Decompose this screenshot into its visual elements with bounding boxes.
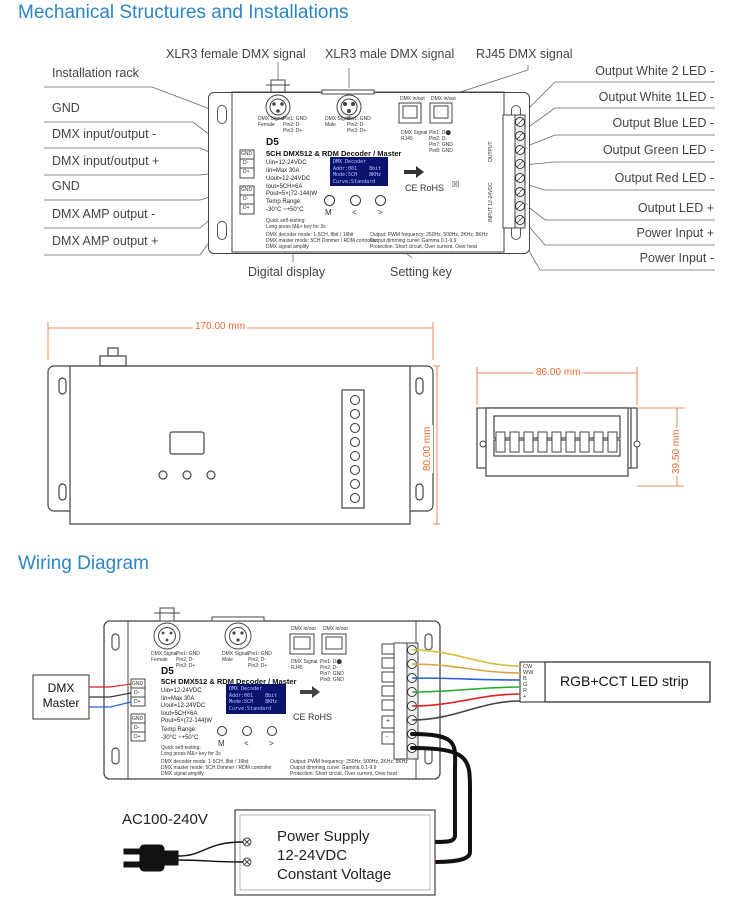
callout-gnd-2: GND [52,179,80,193]
device-model: D5 [266,137,279,148]
key-right[interactable] [375,195,386,206]
wiring-title: Wiring Diagram [18,553,149,574]
device-modes-right: Output: PWM frequency: 250Hz, 500Hz, 2KH… [370,232,488,250]
w-device-quick-test: Quick self-testing:Long press M&> key fo… [161,745,221,757]
w-term-plus-1: + [386,718,391,725]
w-digital-display: DMX Decoder Addr:001 8bit Mode:5CH 8KHz … [226,684,286,714]
w-term-gnd-2: GND [132,716,144,722]
callout-dmx-io-minus: DMX input/output - [52,127,157,141]
digital-display: DMX Decoder Addr:001 8bit Mode:5CH 8KHz … [330,157,388,186]
callout-xlr3-male: XLR3 male DMX signal [325,47,455,61]
device-title: 5CH DMX512 & RDM Decoder / Master [266,149,402,158]
ce-rohs-mark: CE RoHS [405,183,445,193]
w-ce-rohs-mark: CE RoHS [293,712,333,722]
key-m[interactable] [324,195,335,206]
callout-amp-minus: DMX AMP output - [52,207,156,221]
w-rj45-out: DMX in/out [323,626,348,632]
key-left-label: < [352,208,357,217]
w-device-modes-right: Output: PWM frequency: 250Hz, 500Hz, 2KH… [290,759,408,777]
w-device-title: 5CH DMX512 & RDM Decoder / Master [161,677,297,686]
mechanical-title: Mechanical Structures and Installations [18,2,349,23]
key-left[interactable] [350,195,361,206]
w-term-minus: - [386,734,389,741]
mount-hole [217,221,227,240]
callout-setting-key: Setting key [390,265,452,279]
w-term-dplus-2: D+ [134,734,141,740]
w-term-gnd: GND [132,681,144,687]
callout-rj45: RJ45 DMX signal [476,47,573,61]
callout-power-minus: Power Input - [639,251,714,265]
w-key-m-label: M [218,739,225,748]
w-term-dminus: D- [134,690,140,696]
term-dminus-1: D- [243,160,249,166]
device-temp: Temp Range:-30°C ~+50°C [266,199,304,213]
weee-icon: ☒ [452,180,460,189]
callout-white1: Output White 1LED - [598,90,714,104]
ac-label: AC100-240V [122,811,208,828]
dim-width: 170.00 mm [193,321,248,332]
term-dplus-2: D+ [243,205,250,211]
w-term-dminus-2: D- [134,725,140,731]
w-device-temp: Temp Range:-30°C ~+50°C [161,727,199,741]
callout-led-plus: Output LED + [637,201,714,215]
key-right-label: > [378,208,383,217]
callout-blue: Output Blue LED - [612,116,714,130]
w-key-right-label: > [269,739,274,748]
callout-installation-rack: Installation rack [52,66,139,80]
callout-power-plus: Power Input + [636,226,714,240]
w-device-model: D5 [161,666,174,677]
term-dplus-1: D+ [243,169,250,175]
callout-xlr3-female: XLR3 female DMX signal [166,47,306,61]
callout-dmx-io-plus: DMX input/output + [52,154,160,168]
callout-amp-plus: DMX AMP output + [52,234,159,248]
rj45-in-label: DMX in/out [400,96,425,102]
callout-gnd-1: GND [52,101,80,115]
callout-red: Output Red LED - [614,171,714,185]
term-gnd-1: GND [241,151,253,157]
device-quick-test: Quick self-testing:Long press M&> key fo… [266,218,326,230]
dim-side-width: 86.00 mm [534,367,583,378]
rj45-out-label: DMX in/out [431,96,456,102]
callout-green: Output Green LED - [602,143,714,157]
key-m-label: M [325,208,332,217]
callout-digital-display: Digital display [248,265,326,279]
w-term-dplus: D+ [134,699,141,705]
led-strip-label: RGB+CCT LED strip [560,673,689,689]
term-gnd-2: GND [241,187,253,193]
mount-hole [217,105,227,124]
w-rj45-in: DMX in/out [291,626,316,632]
term-dminus-2: D- [243,196,249,202]
w-key-left-label: < [244,739,249,748]
callout-white2: Output White 2 LED - [595,64,714,78]
